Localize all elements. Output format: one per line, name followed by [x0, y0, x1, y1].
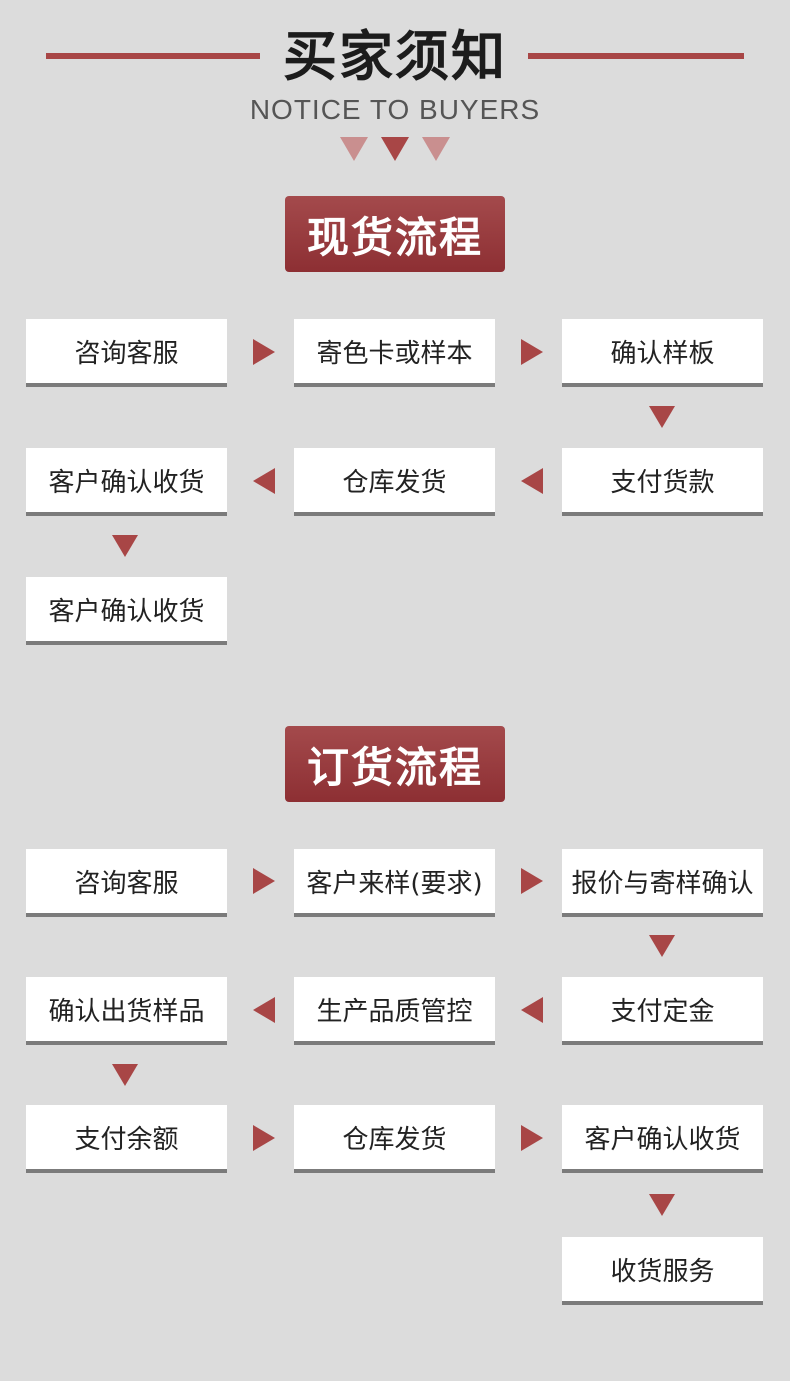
- stock-step-2: 寄色卡或样本: [294, 319, 495, 387]
- arrow-left-icon: [253, 468, 275, 494]
- arrow-down-icon: [112, 1064, 138, 1086]
- page-title: 买家须知: [283, 25, 507, 88]
- stock-step-6: 客户确认收货: [26, 448, 227, 516]
- order-step-2: 客户来样(要求): [294, 849, 495, 917]
- header-triangle-left-icon: [340, 137, 368, 161]
- header-line-right: [528, 53, 744, 59]
- order-step-5: 生产品质管控: [294, 977, 495, 1045]
- arrow-left-icon: [521, 997, 543, 1023]
- arrow-down-icon: [112, 535, 138, 557]
- order-step-10: 收货服务: [562, 1237, 763, 1305]
- stock-step-3: 确认样板: [562, 319, 763, 387]
- order-step-7: 支付余额: [26, 1105, 227, 1173]
- order-step-8: 仓库发货: [294, 1105, 495, 1173]
- arrow-down-icon: [649, 406, 675, 428]
- arrow-down-icon: [649, 935, 675, 957]
- order-step-9: 客户确认收货: [562, 1105, 763, 1173]
- arrow-left-icon: [253, 997, 275, 1023]
- arrow-right-icon: [521, 1125, 543, 1151]
- stock-step-5: 仓库发货: [294, 448, 495, 516]
- arrow-left-icon: [521, 468, 543, 494]
- arrow-right-icon: [253, 868, 275, 894]
- arrow-right-icon: [521, 868, 543, 894]
- header-triangle-center-icon: [381, 137, 409, 161]
- order-step-4: 支付定金: [562, 977, 763, 1045]
- order-step-6: 确认出货样品: [26, 977, 227, 1045]
- arrow-down-icon: [649, 1194, 675, 1216]
- header-line-left: [46, 53, 260, 59]
- stock-step-1: 咨询客服: [26, 319, 227, 387]
- stock-process-title: 现货流程: [285, 196, 505, 272]
- order-step-3: 报价与寄样确认: [562, 849, 763, 917]
- order-process-title: 订货流程: [285, 726, 505, 802]
- order-step-1: 咨询客服: [26, 849, 227, 917]
- arrow-right-icon: [253, 1125, 275, 1151]
- stock-step-7: 客户确认收货: [26, 577, 227, 645]
- arrow-right-icon: [253, 339, 275, 365]
- arrow-right-icon: [521, 339, 543, 365]
- stock-step-4: 支付货款: [562, 448, 763, 516]
- page-subtitle: NOTICE TO BUYERS: [249, 94, 541, 125]
- header-triangle-right-icon: [422, 137, 450, 161]
